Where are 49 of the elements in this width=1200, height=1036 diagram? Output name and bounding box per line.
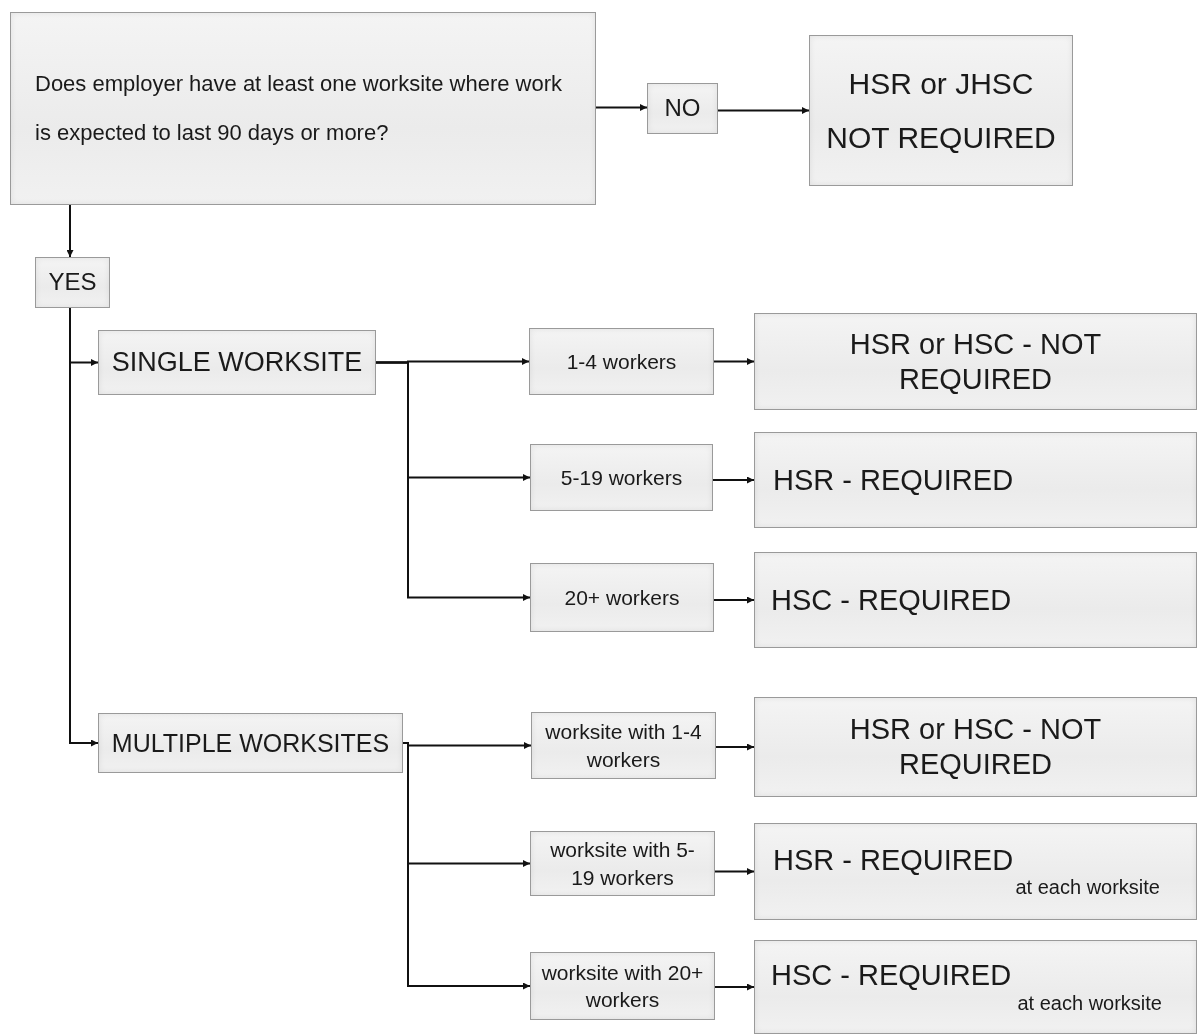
process-box (754, 940, 1197, 1034)
box-text: 1-4 workers (566, 348, 677, 375)
arrow (715, 743, 755, 751)
process-box (529, 328, 714, 395)
box-text: HSR - REQUIRED (773, 462, 1014, 498)
process-box (754, 313, 1197, 410)
process-box (809, 35, 1073, 186)
arrow (66, 204, 74, 258)
box-text: worksite with 20+ workers (540, 959, 705, 1013)
process-box (754, 552, 1197, 648)
box-text: HSR or HSC - NOT REQUIRED (848, 712, 1103, 782)
process-box (754, 823, 1197, 920)
box-note: at each worksite (1015, 876, 1160, 899)
box-text: HSR - REQUIRED (773, 844, 1014, 877)
process-box (98, 713, 403, 773)
box-text: MULTIPLE WORKSITES (111, 728, 390, 758)
process-box (754, 432, 1197, 528)
process-box (647, 83, 718, 134)
process-box (530, 563, 714, 632)
process-box (530, 952, 715, 1020)
process-box (754, 697, 1197, 797)
box-text: HSC - REQUIRED (771, 960, 1012, 992)
arrow (712, 476, 755, 484)
process-box (10, 12, 596, 205)
process-box (530, 831, 715, 896)
arrow (402, 742, 531, 990)
box-text: HSR or JHSC NOT REQUIRED (825, 65, 1057, 156)
box-text: Does employer have at least one worksite where work is expected to last 90 days or more? (35, 70, 564, 147)
process-box (98, 330, 376, 395)
arrow (595, 104, 648, 111)
arrow (713, 358, 755, 365)
box-text: NO (664, 94, 701, 123)
process-box (35, 257, 110, 308)
box-text: worksite with 5-19 workers (549, 837, 696, 891)
box-text: HSR or HSC - NOT REQUIRED (848, 326, 1103, 397)
arrow (714, 868, 755, 875)
process-box (530, 444, 713, 511)
box-text: worksite with 1-4 workers (544, 719, 703, 773)
arrow (714, 983, 755, 991)
arrow (717, 107, 810, 114)
arrow (375, 361, 531, 601)
box-text: YES (48, 268, 97, 297)
process-box (531, 712, 716, 779)
arrow (713, 596, 755, 604)
box-text: 5-19 workers (560, 464, 683, 491)
box-note: at each worksite (1017, 991, 1162, 1014)
box-text: 20+ workers (564, 584, 680, 611)
box-text: HSC - REQUIRED (771, 582, 1012, 618)
box-text: SINGLE WORKSITE (111, 346, 363, 379)
